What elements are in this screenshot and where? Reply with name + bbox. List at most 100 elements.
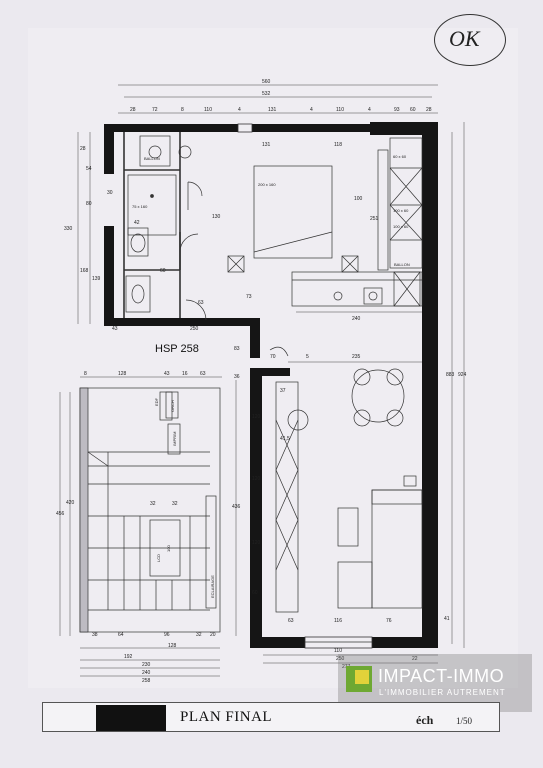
- dim-bath-5: 63: [198, 300, 204, 306]
- dim-top-seg: 4: [310, 107, 313, 113]
- dim-right-3: 41: [444, 616, 450, 622]
- dim-elev-top: 43: [164, 371, 170, 377]
- partitions: [123, 132, 181, 318]
- dim-elev-bottom: 20: [210, 632, 216, 638]
- dim-elev-top: 16: [182, 371, 188, 377]
- room-labels: BALLON BALLON 200 x 160 75 x 160 60 x 60…: [132, 154, 410, 598]
- walls: [104, 122, 438, 648]
- printer-panel: [167, 423, 181, 455]
- dim-elev-mid-1: 32: [150, 501, 156, 507]
- dim-top-seg: 110: [204, 107, 212, 113]
- dim-top-seg: 28: [426, 107, 432, 113]
- window-top: [237, 123, 253, 133]
- sink: [125, 275, 151, 313]
- dim-corridor: 73: [246, 294, 252, 300]
- dim-top-seg: 4: [368, 107, 371, 113]
- label-eclairage: ECLAIRAGE: [210, 575, 215, 598]
- orch-panel: [165, 391, 179, 419]
- living-furniture: [269, 346, 423, 613]
- dim-elev-bottom-2: 128: [168, 643, 177, 649]
- bedroom-furniture: [227, 137, 423, 273]
- approval-stamp-text: OK: [449, 26, 480, 51]
- dim-top-seg: 4: [238, 107, 241, 113]
- watermark-logo-icon-inner: [355, 670, 369, 684]
- sink-basin-icon: [131, 284, 145, 304]
- dim-elev-top: 8: [84, 371, 87, 377]
- dim-bottom-bed-2: 250: [190, 326, 199, 332]
- wall-top-right: [370, 122, 438, 135]
- dim-bottom-bed: 43: [112, 326, 118, 332]
- dim-kitchen: 240: [352, 316, 361, 322]
- dim-left-1: 28: [80, 146, 86, 152]
- label-wardrobe-3: 100 x 60: [393, 224, 409, 229]
- wall-living-left: [250, 368, 262, 648]
- dim-elev-side-2: 420: [66, 500, 75, 506]
- balloon-tank: [139, 135, 171, 167]
- ceiling-height-label: HSP 258: [155, 343, 199, 355]
- dim-top-seg: 60: [410, 107, 416, 113]
- dim-living-side-5: 120: [252, 540, 261, 546]
- dim-left-2: 54: [86, 166, 92, 172]
- dim-bath-3: 60: [160, 268, 166, 274]
- scale-value: 1/50: [456, 716, 473, 726]
- redaction-box: [96, 705, 166, 731]
- cooktop: [363, 287, 383, 305]
- dim-elev-bottom: 64: [118, 632, 124, 638]
- dim-elev-bottom-6: 258: [142, 678, 151, 684]
- dim-bottom-2: 116: [334, 618, 342, 624]
- plan-title: PLAN FINAL: [180, 709, 273, 725]
- dimension-labels: 560 532 28 72 8 110 4 131 4 110 4 93 60 …: [56, 79, 467, 684]
- dim-top-seg: 131: [268, 107, 277, 113]
- dim-top-right-1: 131: [262, 142, 271, 148]
- tv-screen: [149, 519, 181, 577]
- approval-stamp-circle: [434, 14, 506, 66]
- dim-left-5: 168: [80, 268, 89, 274]
- dim-bath-2: 42: [134, 220, 140, 226]
- toilet-bowl-icon: [130, 233, 146, 253]
- dim-living-side-2: 41,5: [280, 436, 290, 442]
- windows: [237, 123, 373, 649]
- dim-top-seg: 72: [152, 107, 158, 113]
- dim-elev-bottom-5: 240: [142, 670, 151, 676]
- label-balloon: BALLON: [144, 156, 160, 161]
- dim-bath-4: 130: [212, 214, 221, 220]
- dim-entry-2: 5: [306, 354, 309, 360]
- door-swing-wc: [179, 233, 199, 253]
- bed: [253, 165, 333, 259]
- wall-living-top: [250, 368, 290, 376]
- dim-living-mid: 436: [232, 504, 241, 510]
- label-orch: ORCH: [170, 400, 175, 412]
- dimension-lines: [59, 84, 465, 677]
- label-lcd: LCD: [156, 554, 161, 562]
- dim-right-2: 924: [458, 372, 467, 378]
- dim-bottom-5: 250: [336, 656, 345, 662]
- dim-bottom-7: 22: [412, 656, 418, 662]
- bathroom-fixtures: [125, 135, 207, 321]
- dim-elev-bottom: 38: [92, 632, 98, 638]
- dim-bed-side: 251: [370, 216, 379, 222]
- dim-elev-bottom-3: 192: [124, 654, 133, 660]
- kitchen: [291, 271, 423, 307]
- storage-unit: [275, 381, 299, 613]
- wall-elevation: [79, 387, 221, 633]
- dim-elev-mid-2: 32: [172, 501, 178, 507]
- label-wardrobe-2: 100 x 60: [393, 208, 409, 213]
- wall-bottom-left-2: [250, 637, 305, 648]
- wall-top-mid: [252, 124, 370, 132]
- label-edf: EDF: [154, 397, 159, 406]
- dim-left-6: 139: [92, 276, 101, 282]
- dim-bottom-3: 76: [386, 618, 392, 624]
- dim-living-top: 235: [352, 354, 361, 360]
- dim-elev-bottom-4: 230: [142, 662, 151, 668]
- label-wardrobe-1: 60 x 60: [393, 154, 407, 159]
- door-swing-entry: [185, 299, 207, 321]
- wardrobe: [389, 137, 423, 269]
- watermark-tagline: L'IMMOBILIER AUTREMENT: [379, 688, 506, 697]
- dim-living-side-4: 120: [252, 476, 261, 482]
- wall-top-left: [104, 124, 238, 132]
- dim-bottom-1: 63: [288, 618, 294, 624]
- shelf: [377, 149, 389, 271]
- dim-bottom-4: 110: [334, 648, 342, 654]
- label-bed-size: 200 x 160: [258, 182, 276, 187]
- wall-left-bottom: [104, 226, 114, 326]
